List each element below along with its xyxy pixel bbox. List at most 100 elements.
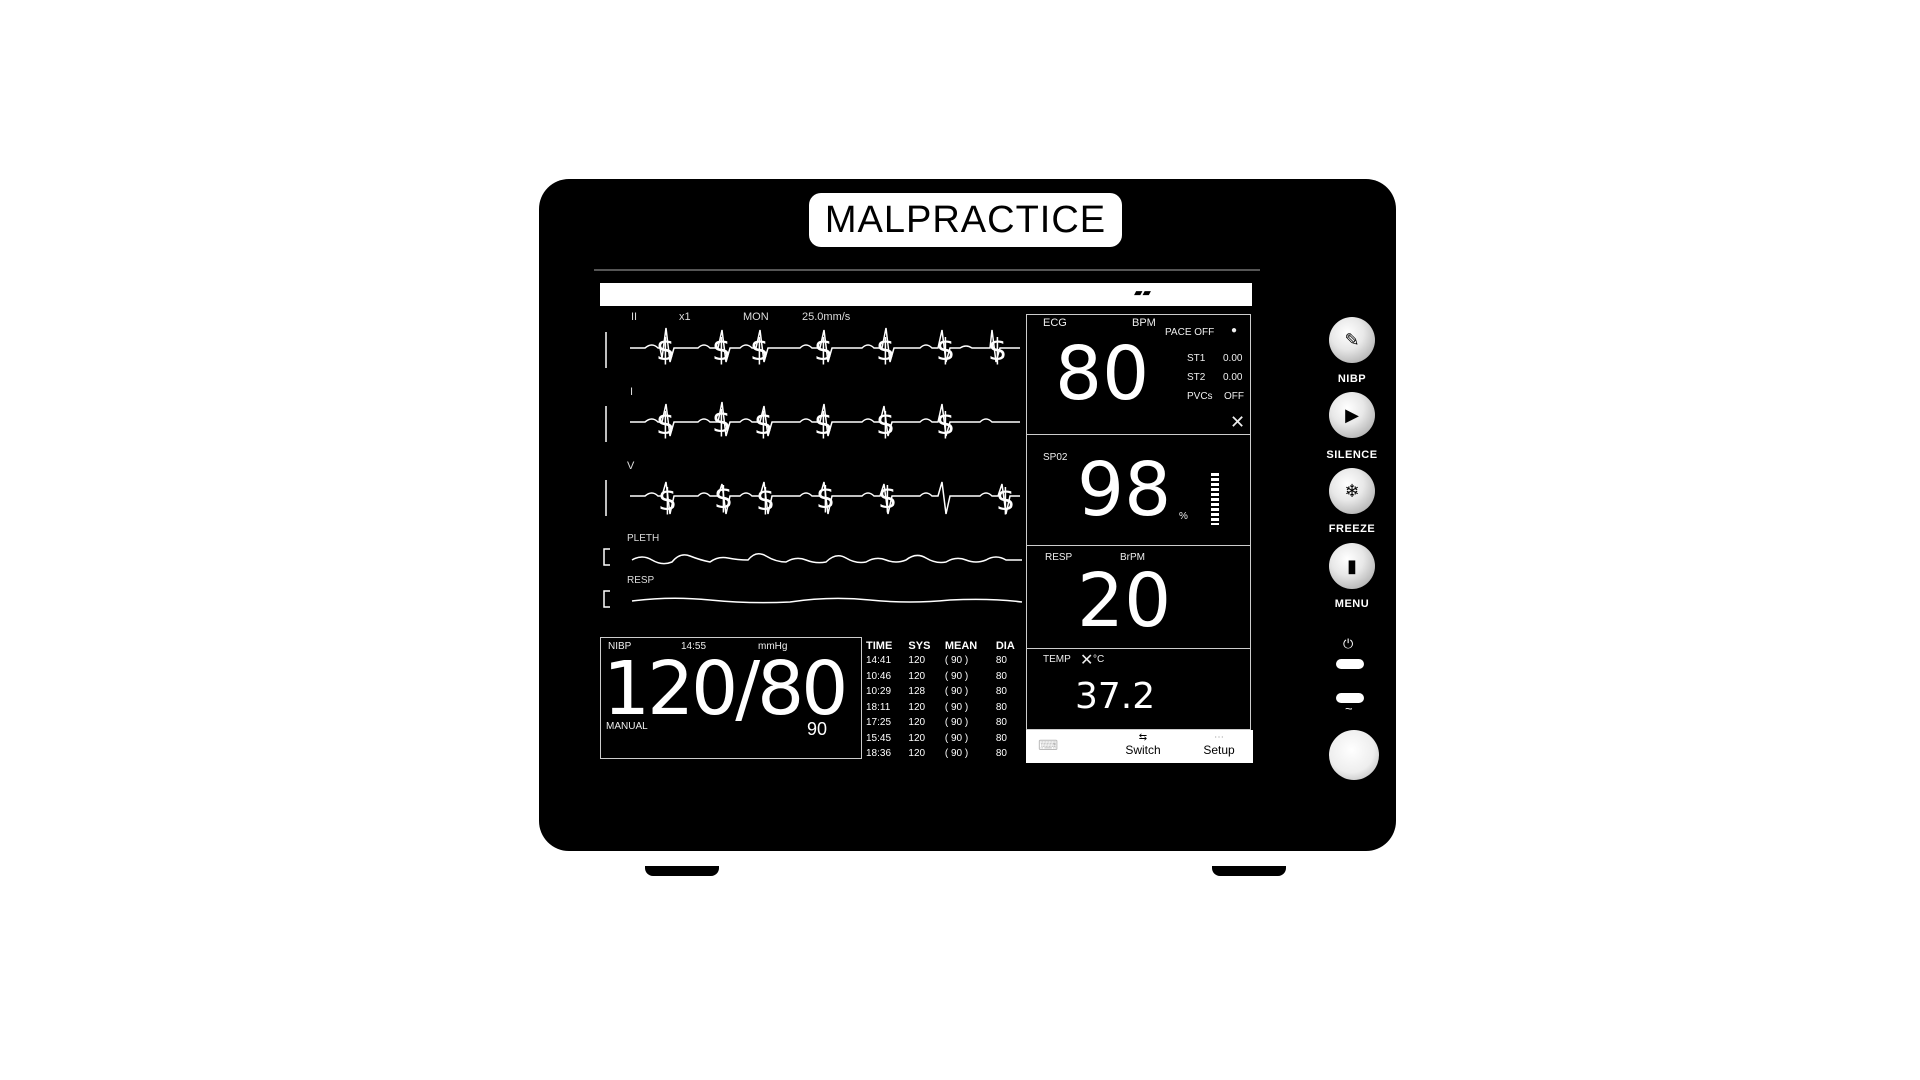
history-cell: 80 xyxy=(995,717,1007,729)
svg-text:$: $ xyxy=(876,333,895,368)
mode-label: MON xyxy=(743,311,769,323)
nibp-button[interactable]: ✎ xyxy=(1329,317,1375,363)
history-cell: 80 xyxy=(995,732,1007,744)
history-col-sys: SYS xyxy=(908,639,931,652)
resp-panel[interactable]: RESP BrPM 20 xyxy=(1026,545,1251,649)
pvcs-value: OFF xyxy=(1224,391,1244,402)
ecg-label: ECG xyxy=(1043,317,1067,329)
lead-label: II xyxy=(631,311,638,323)
svg-text:$: $ xyxy=(936,333,955,368)
monitor-screen xyxy=(594,269,1260,767)
history-cell: 80 xyxy=(995,670,1007,682)
st1-value: 0.00 xyxy=(1223,353,1243,364)
table-row: 15:45 120 ( 90 ) 80 xyxy=(864,731,1026,747)
monitor-foot-left xyxy=(645,866,719,876)
setup-dots-icon: ⋯ xyxy=(1214,732,1224,743)
temp-value: 37.2 xyxy=(1075,676,1156,717)
svg-text:$: $ xyxy=(816,481,835,516)
silence-button[interactable]: ▶ xyxy=(1329,392,1375,438)
lead2-label: I xyxy=(630,386,634,398)
switch-arrows-icon: ⇆ xyxy=(1138,732,1148,743)
nibp-label: NIBP xyxy=(608,641,632,652)
speed-label: 25.0mm/s xyxy=(802,311,851,323)
rotary-knob-icon[interactable] xyxy=(1329,730,1379,780)
nibp-unit: mmHg xyxy=(758,641,788,652)
history-cell: 14:41 xyxy=(866,655,892,667)
ecg-unit: BPM xyxy=(1132,317,1156,329)
freeze-button[interactable]: ❄ xyxy=(1329,468,1375,514)
menu-button-label: MENU xyxy=(1334,598,1370,610)
svg-text:$: $ xyxy=(996,483,1015,518)
ac-power-icon: ~ xyxy=(1345,701,1353,716)
history-cell: ( 90 ) xyxy=(944,732,969,744)
pace-status: PACE OFF xyxy=(1165,327,1215,338)
history-cell: 80 xyxy=(995,701,1007,713)
pace-indicator-icon: ● xyxy=(1231,325,1238,336)
keyboard-icon[interactable]: ⌨ xyxy=(1038,737,1059,753)
pulse-strength-bar xyxy=(1211,473,1219,525)
history-cell: 80 xyxy=(995,686,1007,698)
alarm-off-icon[interactable]: ✕ xyxy=(1230,412,1246,432)
history-cell: 15:45 xyxy=(866,732,892,744)
setup-softkey[interactable]: ⋯ Setup xyxy=(1194,732,1244,758)
nibp-button-label: NIBP xyxy=(1337,373,1367,385)
svg-text:$: $ xyxy=(656,333,675,368)
silence-button-label: SILENCE xyxy=(1326,449,1378,461)
monitor-foot-right xyxy=(1212,866,1286,876)
svg-text:$: $ xyxy=(756,483,775,518)
svg-text:$: $ xyxy=(656,407,675,442)
svg-text:$: $ xyxy=(750,333,769,368)
waveform-traces: $$$ $$$$ $$$ $$$ $$$ $$$ xyxy=(603,327,1023,608)
resp-unit: BrPM xyxy=(1120,552,1145,563)
freeze-button-label: FREEZE xyxy=(1328,523,1376,535)
power-indicator xyxy=(1336,659,1364,669)
history-cell: ( 90 ) xyxy=(944,670,969,682)
menu-button[interactable]: ▮ xyxy=(1329,543,1375,589)
history-cell: 120 xyxy=(908,701,926,713)
ac-indicator xyxy=(1336,693,1364,703)
spo2-panel[interactable]: SP02 98 % xyxy=(1026,434,1251,546)
svg-text:$: $ xyxy=(712,333,731,368)
history-cell: 128 xyxy=(908,686,926,698)
ecg-panel[interactable]: ECG BPM PACE OFF ● 80 ST1 0.00 ST2 0.00 … xyxy=(1026,314,1251,435)
svg-text:$: $ xyxy=(878,481,897,516)
history-cell: 120 xyxy=(908,748,926,760)
history-cell: 18:11 xyxy=(866,701,891,713)
history-cell: 120 xyxy=(908,732,926,744)
nibp-panel[interactable]: NIBP 14:55 mmHg 120/80 MANUAL 90 xyxy=(600,637,862,759)
history-cell: ( 90 ) xyxy=(944,717,969,729)
play-icon: ▶ xyxy=(1345,404,1359,425)
history-cell: 10:46 xyxy=(866,670,892,682)
nibp-time: 14:55 xyxy=(681,641,707,652)
st1-label: ST1 xyxy=(1187,353,1206,364)
switch-label: Switch xyxy=(1125,743,1161,757)
document-icon: ▮ xyxy=(1347,555,1357,576)
resp-rate-value: 20 xyxy=(1077,558,1172,644)
history-cell: ( 90 ) xyxy=(944,748,969,760)
switch-softkey[interactable]: ⇆ Switch xyxy=(1118,732,1168,758)
history-cell: 80 xyxy=(995,655,1007,667)
snowflake-icon: ❄ xyxy=(1344,480,1360,501)
battery-icon: ▰▰ xyxy=(1134,287,1151,299)
gain-label: x1 xyxy=(679,311,691,323)
svg-text:$: $ xyxy=(936,407,955,442)
brand-label: MALPRACTICE xyxy=(809,193,1122,247)
resp-wave-label: RESP xyxy=(627,575,655,586)
history-col-time: TIME xyxy=(866,639,893,652)
resp-label: RESP xyxy=(1045,552,1073,563)
svg-text:$: $ xyxy=(658,483,677,518)
spo2-value: 98 xyxy=(1077,447,1172,533)
temp-panel[interactable]: TEMP ✕ °C 37.2 xyxy=(1026,648,1251,730)
svg-text:$: $ xyxy=(714,481,733,516)
nibp-mean: 90 xyxy=(807,719,828,739)
temp-label: TEMP xyxy=(1043,654,1071,665)
cuff-icon: ✎ xyxy=(1344,329,1360,350)
lead3-label: V xyxy=(627,460,635,472)
history-cell: 120 xyxy=(908,717,926,729)
